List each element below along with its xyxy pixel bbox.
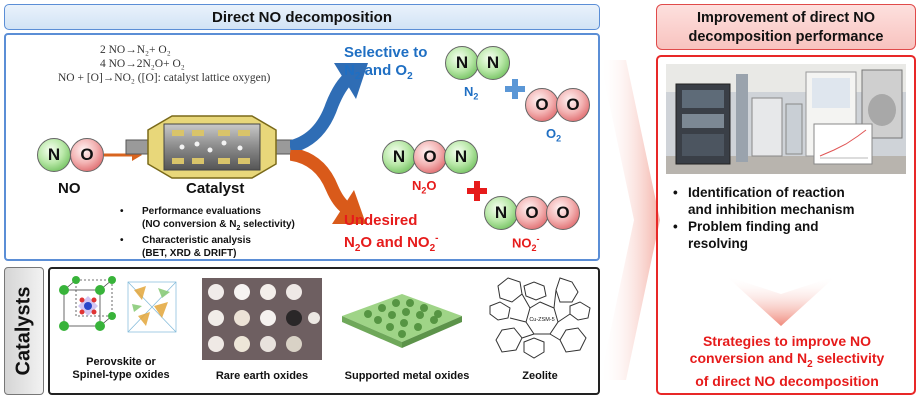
n2-nitrogen-atom-1: N — [445, 46, 479, 80]
oxygen-atom: O — [70, 138, 104, 172]
n2o-nitrogen-atom-2: N — [444, 140, 478, 174]
catalyst-label-supported-metal: Supported metal oxides — [344, 370, 470, 382]
no2-nitrogen-atom: N — [484, 196, 518, 230]
catalyst-label: Catalyst — [186, 180, 245, 197]
catalysts-tab: Catalysts — [4, 267, 44, 395]
zeolite-inner-label: Cu-ZSM-5 — [529, 317, 554, 323]
bullet-characteristic-analysis: •Characteristic analysis — [120, 235, 251, 246]
catalysts-panel — [48, 267, 600, 395]
direct-no-decomposition-panel — [4, 33, 600, 261]
o2-oxygen-atom-1: O — [525, 88, 559, 122]
bullet-characteristic-detail: (BET, XRD & DRIFT) — [142, 247, 237, 259]
equation-no2: NO + [O]→NO₂ ([O]: catalyst lattice oxyg… — [58, 72, 271, 84]
catalytic-converter-icon — [125, 115, 299, 179]
reactant-no-label: NO — [58, 180, 81, 197]
direct-no-decomposition-title: Direct NO decomposition — [4, 4, 600, 30]
supported-metal-oxides-image — [342, 294, 462, 348]
o2-oxygen-atom-2: O — [556, 88, 590, 122]
equation-n2-o2: 2 NO→N₂+ O₂ — [100, 44, 171, 56]
undesired-pathway-arrow — [290, 150, 366, 224]
no2-oxygen-atom-2: O — [546, 196, 580, 230]
o2-label: O2 — [546, 126, 562, 144]
strategy-text: Strategies to improve NO conversion and … — [689, 333, 885, 389]
bullet-performance-evaluations: •Performance evaluations — [120, 206, 261, 217]
catalyst-evaluation-list: •Performance evaluations (NO conversion … — [112, 206, 295, 260]
plus-icon-blue — [505, 79, 525, 99]
no2-oxygen-atom-1: O — [515, 196, 549, 230]
flow-chevron-arrow — [600, 60, 660, 380]
no2-label: NO2- — [512, 234, 540, 253]
n2-label: N2 — [464, 84, 479, 102]
n2o-label: N2O — [412, 178, 437, 196]
n2o-oxygen-atom: O — [413, 140, 447, 174]
catalyst-label-zeolite: Zeolite — [522, 370, 558, 382]
improvement-panel — [656, 55, 916, 395]
n2-nitrogen-atom-2: N — [476, 46, 510, 80]
selective-label: Selective to N2 and O2 — [344, 44, 428, 82]
undesired-label: Undesired N2O and NO2- — [344, 212, 439, 254]
plus-icon-red — [467, 181, 487, 201]
down-arrow — [726, 276, 836, 326]
n2o-nitrogen-atom-1: N — [382, 140, 416, 174]
equation-n2o-o2: 4 NO→2N₂O+ O₂ — [100, 58, 185, 70]
rare-earth-oxides-image — [202, 278, 322, 360]
bullet-performance-detail: (NO conversion & N2 selectivity) — [142, 218, 295, 232]
perovskite-structure-image — [59, 276, 177, 333]
selective-pathway-arrow — [290, 63, 368, 154]
zeolite-framework-image: Cu-ZSM-5 — [489, 277, 591, 359]
catalyst-label-rare-earth: Rare earth oxides — [215, 370, 309, 382]
nitrogen-atom: N — [37, 138, 71, 172]
reactor-setup-photo — [666, 64, 906, 174]
